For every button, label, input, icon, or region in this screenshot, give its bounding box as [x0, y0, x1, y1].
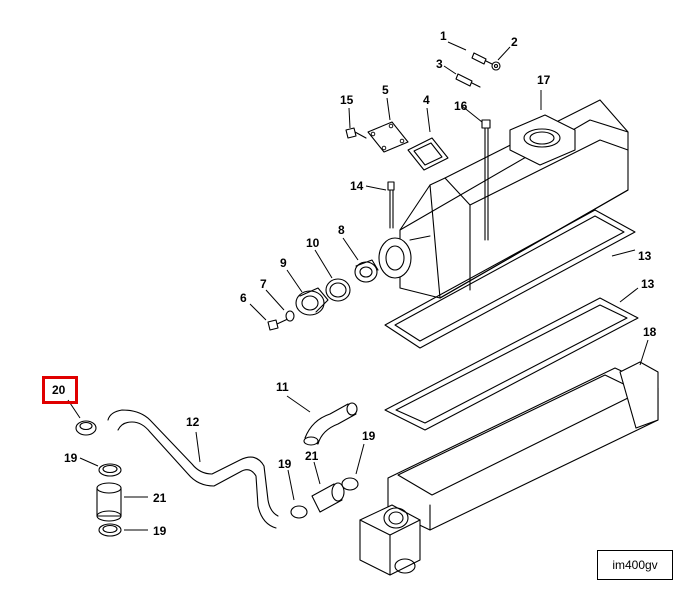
callout-19-middle-right: 19 — [362, 429, 376, 443]
elbow-tube-part-11 — [303, 402, 358, 446]
callout-12: 12 — [186, 415, 200, 429]
clamp-part-19-middle-right — [341, 477, 359, 491]
seal-part-10 — [325, 278, 351, 302]
callout-4: 4 — [423, 93, 430, 107]
callout-19-left-top: 19 — [64, 451, 78, 465]
hose-part-21-left — [96, 482, 122, 522]
callout-11: 11 — [276, 380, 289, 394]
clamp-part-19-bottom — [98, 523, 122, 537]
leader-lines — [67, 41, 649, 531]
callout-9: 9 — [280, 256, 287, 270]
callout-20: 20 — [52, 383, 66, 397]
bolt-part-16 — [481, 119, 491, 241]
callout-15: 15 — [340, 93, 354, 107]
cover-plate-part — [367, 121, 409, 153]
callout-10: 10 — [306, 236, 320, 250]
callout-13-upper: 13 — [638, 249, 652, 263]
gasket-lower-part — [384, 297, 639, 431]
callout-13-lower: 13 — [641, 277, 655, 291]
clamp-part-19-top — [98, 463, 122, 477]
callout-21-middle: 21 — [305, 449, 319, 463]
callout-8: 8 — [338, 223, 345, 237]
callout-6: 6 — [240, 291, 247, 305]
callout-1: 1 — [440, 29, 447, 43]
thermostat-part-8 — [354, 259, 379, 283]
housing-part-9 — [295, 287, 329, 316]
long-tube-part-12 — [107, 409, 279, 529]
callout-19-middle-left: 19 — [278, 457, 292, 471]
callout-7: 7 — [260, 277, 267, 291]
callout-17: 17 — [537, 73, 551, 87]
cap-part-20 — [75, 420, 97, 436]
aftercooler-cover-part — [378, 99, 629, 299]
callout-21-left: 21 — [153, 491, 167, 505]
bolt-part-14 — [387, 181, 395, 229]
callout-14: 14 — [350, 179, 364, 193]
figure-id-label: im400gv — [597, 550, 673, 580]
clamp-part-19-middle-left — [290, 505, 308, 519]
callout-18: 18 — [643, 325, 657, 339]
callout-3: 3 — [436, 57, 443, 71]
callout-2: 2 — [511, 35, 518, 49]
callout-20-highlight-box — [42, 376, 78, 404]
fitting-parts-1-2-3 — [455, 52, 501, 88]
callout-labels: 1 2 3 4 5 6 7 8 9 10 11 12 13 13 14 15 1… — [52, 29, 657, 538]
aftercooler-housing-part — [359, 361, 659, 576]
cover-gasket-part — [407, 137, 449, 171]
callout-19-left-bottom: 19 — [153, 524, 167, 538]
callout-5: 5 — [382, 83, 389, 97]
washer-part-7 — [285, 310, 295, 322]
gasket-upper-part — [384, 209, 636, 349]
callout-16: 16 — [454, 99, 468, 113]
hose-part-21-middle — [311, 482, 345, 513]
bolt-part-15 — [345, 127, 367, 139]
